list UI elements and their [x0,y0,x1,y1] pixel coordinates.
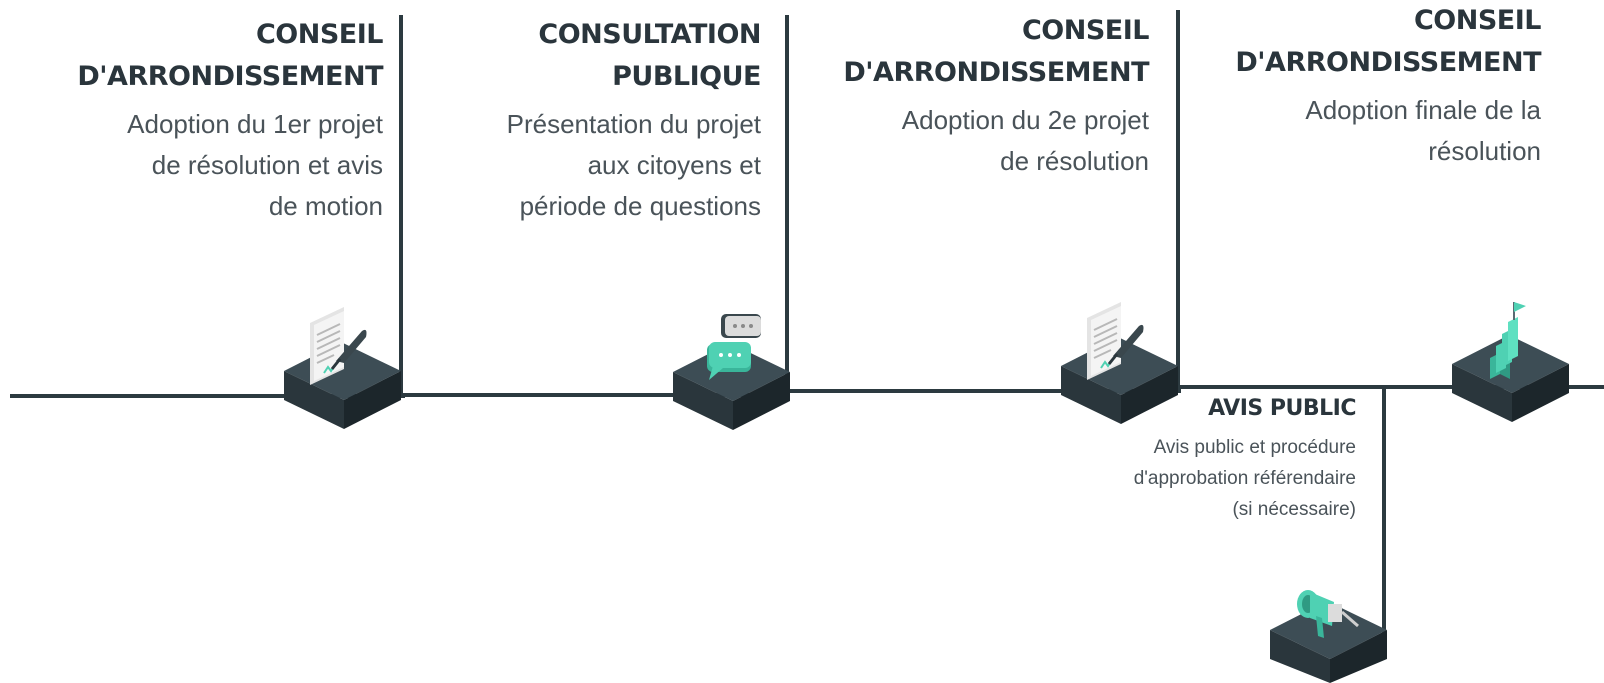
stage-description-line: (si nécessaire) [1232,499,1356,520]
avis-public-divider [1382,385,1386,650]
stage-description: Adoption du 2e projet de résolution [789,100,1149,182]
stage-description-line: Présentation du projet [506,109,761,139]
stage-conseil-2: CONSEIL D'ARRONDISSEMENT Adoption du 2e … [789,10,1149,182]
stage-description: Adoption du 1er projet de résolution et … [23,104,383,227]
timeline-segment-2 [400,393,790,397]
stage-description-line: résolution [1428,136,1541,166]
stage-description-line: d'approbation référendaire [1133,468,1356,489]
stage-description-line: Adoption du 2e projet [901,105,1149,135]
stage-description-line: Adoption du 1er projet [127,109,383,139]
document-quill-icon [1061,300,1183,426]
stage-description-line: de résolution [1000,146,1149,176]
stage-description-line: Avis public et procédure [1153,437,1356,458]
stage-title-line: CONSEIL [1021,15,1150,46]
stage-title-line: D'ARRONDISSEMENT [843,57,1149,88]
stage-description-line: période de questions [519,191,761,221]
stage-title-line: CONSULTATION [538,19,761,50]
stage-title: CONSEIL D'ARRONDISSEMENT [789,10,1149,94]
stage-title-line: CONSEIL [255,19,384,50]
stage-title-line: D'ARRONDISSEMENT [1235,47,1541,78]
stage-title: CONSEIL D'ARRONDISSEMENT [1181,0,1541,84]
stage-avis-public: AVIS PUBLIC Avis public et procédure d'a… [1016,394,1357,525]
stage-description: Présentation du projet aux citoyens et p… [401,104,761,227]
speech-bubbles-icon [673,310,795,432]
stage-description-line: de résolution et avis [151,150,383,180]
stage-title-line: CONSEIL [1413,5,1542,36]
megaphone-icon [1270,582,1392,683]
stage-title: AVIS PUBLIC [1016,394,1356,424]
stage-description: Avis public et procédure d'approbation r… [1016,432,1356,525]
stage-title-line: PUBLIQUE [612,61,761,92]
document-quill-icon [284,305,406,431]
stage-conseil-1: CONSEIL D'ARRONDISSEMENT Adoption du 1er… [23,14,383,227]
stage-title: CONSEIL D'ARRONDISSEMENT [23,14,383,98]
stage-title-line: AVIS PUBLIC [1208,396,1356,421]
timeline-segment-4 [1178,385,1604,389]
stage-description-line: de motion [268,191,383,221]
stage-description-line: Adoption finale de la [1305,95,1541,125]
stage-3-divider [1176,10,1180,393]
stage-2-divider [785,15,789,397]
stage-title-line: D'ARRONDISSEMENT [77,61,383,92]
timeline-segment-1 [10,394,405,398]
timeline-segment-3 [786,389,1181,393]
stage-consultation: CONSULTATION PUBLIQUE Présentation du pr… [401,14,762,227]
stage-conseil-final: CONSEIL D'ARRONDISSEMENT Adoption finale… [1181,0,1541,172]
stage-1-divider [399,15,403,398]
stage-description-line: aux citoyens et [587,150,761,180]
stage-description: Adoption finale de la résolution [1181,90,1541,172]
stairs-flag-icon [1452,300,1574,424]
stage-title: CONSULTATION PUBLIQUE [401,14,761,98]
